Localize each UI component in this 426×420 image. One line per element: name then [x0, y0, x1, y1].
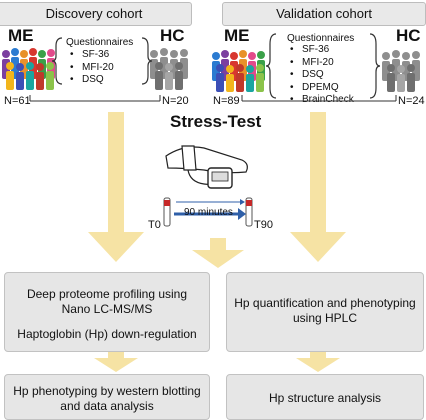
- blood-pressure-cuff-icon: [165, 145, 248, 189]
- arrow-validation-lower: [296, 352, 340, 372]
- validation-cohort-header: Validation cohort: [222, 2, 426, 26]
- validation-box1-line1: Hp quantification and phenotyping: [234, 296, 416, 310]
- discovery-box2-line2: and data analysis: [60, 399, 154, 413]
- discovery-hc-label: HC: [160, 26, 185, 45]
- validation-hc-crowd-icon: [382, 50, 420, 92]
- discovery-questionnaires-title: Questionnaires: [66, 37, 134, 48]
- discovery-me-label: ME: [8, 26, 34, 45]
- validation-me-crowd-icon: [212, 50, 265, 92]
- discovery-n-bracket: [29, 95, 161, 102]
- validation-n-bracket: [241, 95, 397, 102]
- discovery-braces: [51, 37, 153, 85]
- validation-me-label: ME: [224, 26, 250, 45]
- discovery-me-crowd-icon: [2, 48, 55, 90]
- discovery-cohort-header: Discovery cohort: [0, 2, 192, 26]
- stress-duration: 90 minutes: [184, 207, 233, 218]
- stress-t0-label: T0: [148, 219, 161, 231]
- stress-timeline: [163, 197, 253, 227]
- validation-questionnaire-item: DPEMQ: [290, 82, 354, 95]
- validation-questionnaires-title: Questionnaires: [287, 33, 355, 44]
- validation-hplc-box: Hp quantification and phenotyping using …: [226, 272, 424, 352]
- validation-questionnaire-item: BrainCheck: [290, 94, 354, 107]
- discovery-box2-line1: Hp phenotyping by western blotting: [13, 384, 201, 398]
- discovery-n-hc: N=20: [162, 95, 189, 107]
- stress-test-title: Stress-Test: [170, 112, 262, 131]
- discovery-box1-line3: Haptoglobin (Hp) down-regulation: [17, 327, 197, 341]
- discovery-box1-line2: Nano LC-MS/MS: [61, 302, 153, 316]
- validation-questionnaire-list: SF-36 MFI-20 DSQ DPEMQ BrainCheck: [290, 44, 354, 107]
- validation-braces: [265, 33, 381, 99]
- validation-hc-label: HC: [396, 26, 421, 45]
- stress-t90-label: T90: [254, 219, 273, 231]
- discovery-proteome-box: Deep proteome profiling using Nano LC-MS…: [4, 272, 210, 352]
- validation-questionnaire-item: SF-36: [290, 44, 354, 57]
- discovery-questionnaire-item: DSQ: [70, 74, 114, 87]
- validation-box1-line2: using HPLC: [292, 311, 358, 325]
- arrow-validation-down: [290, 112, 346, 262]
- discovery-box1-line1: Deep proteome profiling using: [26, 287, 188, 301]
- validation-questionnaire-item: MFI-20: [290, 57, 354, 70]
- validation-box2-line1: Hp structure analysis: [268, 391, 382, 405]
- validation-n-me: N=89: [213, 95, 240, 107]
- discovery-n-me: N=61: [4, 95, 31, 107]
- discovery-questionnaire-item: SF-36: [70, 49, 114, 62]
- validation-questionnaire-item: DSQ: [290, 69, 354, 82]
- validation-structure-box: Hp structure analysis: [226, 374, 424, 420]
- arrow-stress-down: [192, 238, 244, 268]
- arrow-discovery-down: [88, 112, 144, 262]
- validation-n-hc: N=24: [398, 95, 425, 107]
- arrow-discovery-lower: [94, 352, 138, 372]
- discovery-hc-crowd-icon: [150, 48, 188, 90]
- discovery-questionnaire-item: MFI-20: [70, 62, 114, 75]
- discovery-questionnaire-list: SF-36 MFI-20 DSQ: [70, 49, 114, 87]
- discovery-western-blot-box: Hp phenotyping by western blotting and d…: [4, 374, 210, 420]
